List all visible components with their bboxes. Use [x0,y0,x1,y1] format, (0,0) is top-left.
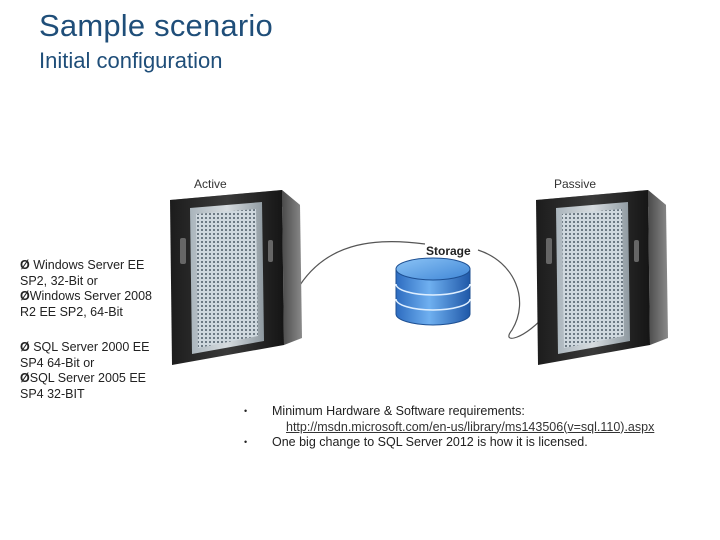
arrow-bullet-icon: Ø [20,340,30,354]
requirement-item-2-text: One big change to SQL Server 2012 is how… [272,435,588,449]
sql-item-2: ØSQL Server 2005 EE SP4 32-BIT [20,371,170,402]
passive-server-label: Passive [554,177,597,191]
os-requirements-list: Ø Windows Server EE SP2, 32-Bit or ØWind… [20,258,170,320]
arrow-bullet-icon: Ø [20,258,30,272]
arrow-bullet-icon: Ø [20,289,30,303]
sql-item-2-text: SQL Server 2005 EE SP4 32-BIT [20,371,147,401]
sql-item-1-text: SQL Server 2000 EE SP4 64-Bit or [20,340,150,370]
requirement-item-2: • One big change to SQL Server 2012 is h… [240,435,710,451]
passive-server-icon [536,190,668,365]
sql-requirements-list: Ø SQL Server 2000 EE SP4 64-Bit or ØSQL … [20,340,170,402]
bullet-icon: • [244,437,248,447]
requirement-item-1-text: Minimum Hardware & Software requirements… [272,404,525,418]
active-server-icon [170,190,302,365]
slide-subtitle: Initial configuration [39,48,223,73]
storage-database-icon [395,257,471,326]
sql-item-1: Ø SQL Server 2000 EE SP4 64-Bit or [20,340,170,371]
bullet-icon: • [244,406,248,416]
active-server-label: Active [194,177,227,191]
cable-storage-passive [477,249,549,339]
requirement-item-1-body: Minimum Hardware & Software requirements… [272,404,654,435]
cable-active-storage [299,240,426,286]
arrow-bullet-icon: Ø [20,371,30,385]
requirement-item-1: • Minimum Hardware & Software requiremen… [240,404,710,435]
requirements-list: • Minimum Hardware & Software requiremen… [240,404,710,451]
os-item-1-text: Windows Server EE SP2, 32-Bit or [20,258,145,288]
os-item-2-text: Windows Server 2008 R2 EE SP2, 64-Bit [20,289,153,319]
msdn-requirements-link[interactable]: http://msdn.microsoft.com/en-us/library/… [286,419,655,434]
slide-title: Sample scenario [39,8,273,43]
storage-label: Storage [426,244,471,258]
os-item-2: ØWindows Server 2008 R2 EE SP2, 64-Bit [20,289,170,320]
os-item-1: Ø Windows Server EE SP2, 32-Bit or [20,258,170,289]
